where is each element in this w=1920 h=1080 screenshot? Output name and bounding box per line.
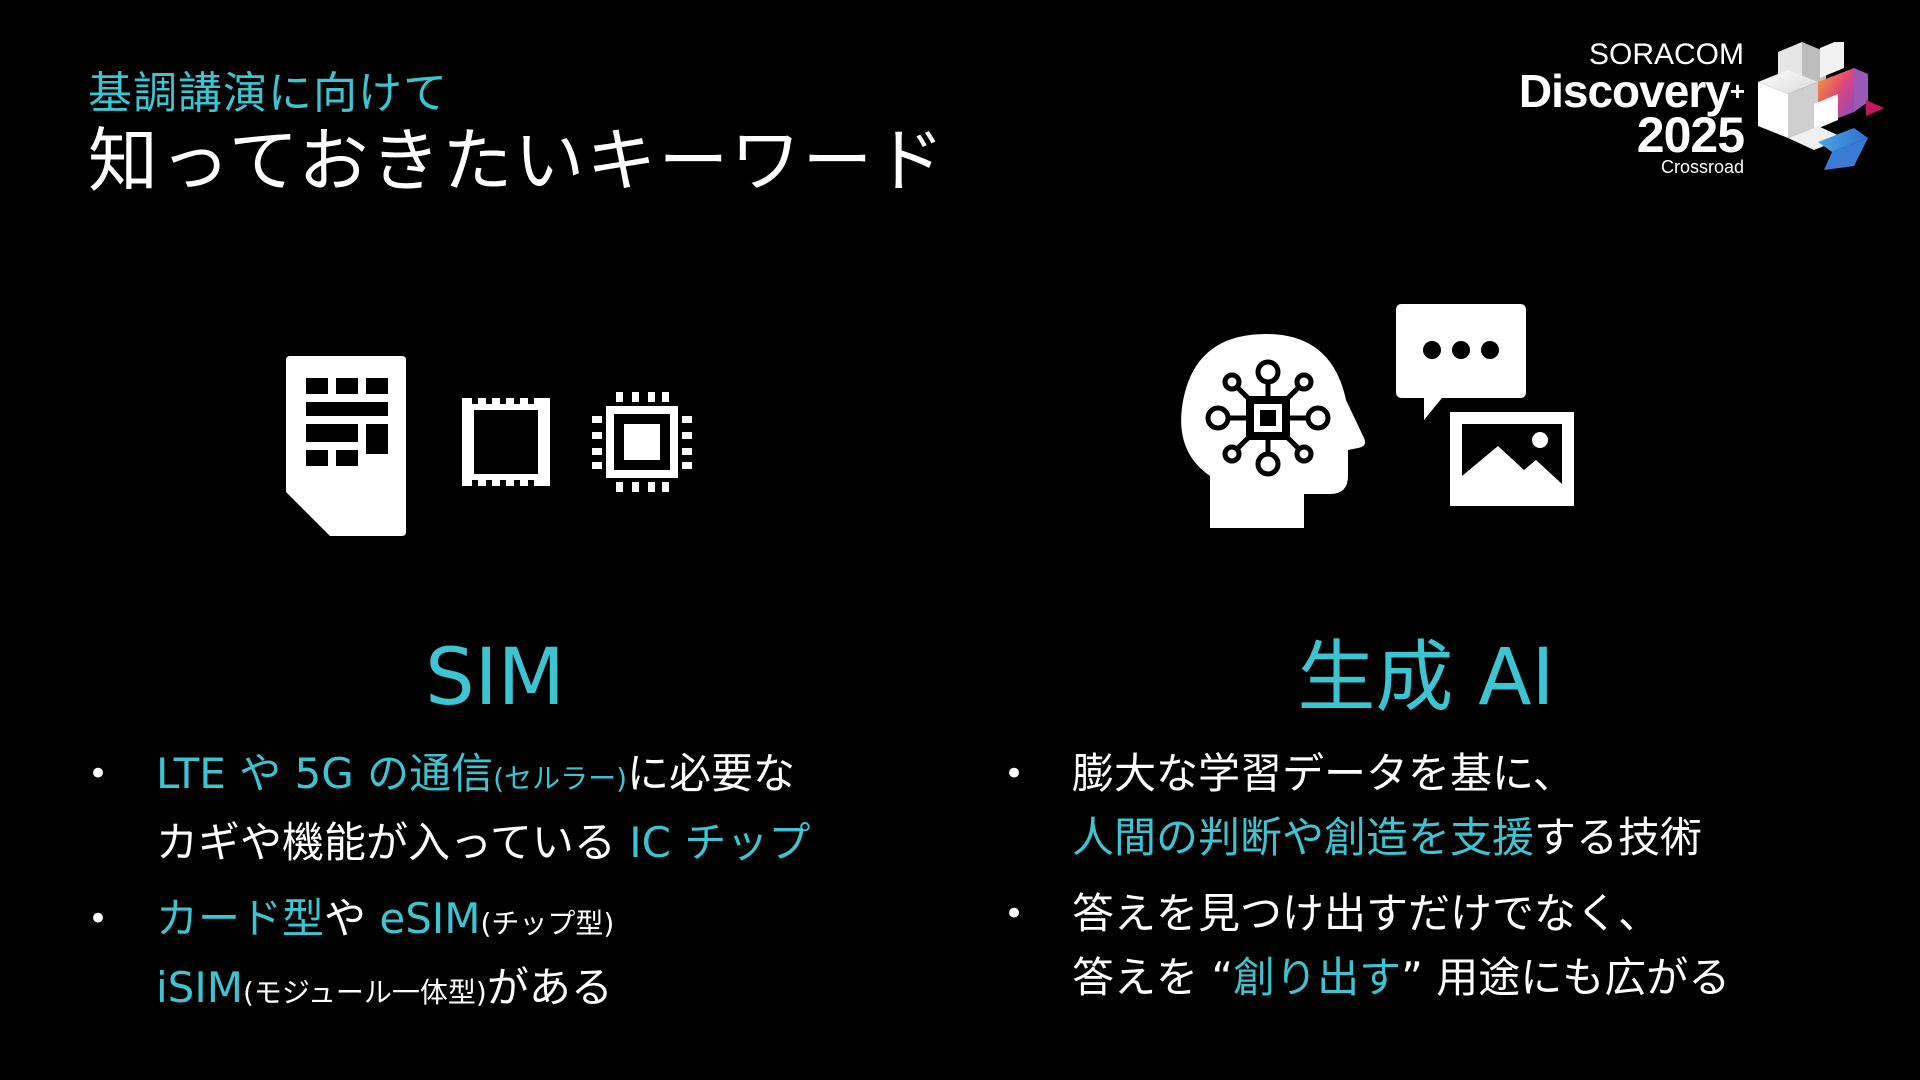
bullet-dot-icon: • xyxy=(1004,754,1025,794)
logo-text: SORACOM Discovery+ 2025 Crossroad xyxy=(1518,38,1745,177)
genai-heading: 生成 AI xyxy=(1297,633,1555,723)
sim-column: SIM • LTE や 5G の通信(セルラー)に必要な カギや機能が入っている… xyxy=(80,630,940,1037)
bullet-line: LTE や 5G の通信(セルラー)に必要な xyxy=(156,749,796,798)
bullet-dot-icon: • xyxy=(88,754,109,794)
list-item: • LTE や 5G の通信(セルラー)に必要な カギや機能が入っている IC … xyxy=(80,742,940,875)
image-icon xyxy=(1450,412,1574,506)
genai-bullet-list: • 膨大な学習データを基に、 人間の判断や創造を支援する技術 • 答えを見つけ出… xyxy=(996,742,1876,1010)
title-block: 基調講演に向けて 知っておきたいキーワード xyxy=(88,68,946,202)
soracom-discovery-logo: SORACOM Discovery+ 2025 Crossroad xyxy=(1496,36,1896,176)
chat-bubble-icon xyxy=(1396,304,1526,420)
list-item: • 膨大な学習データを基に、 人間の判断や創造を支援する技術 xyxy=(996,742,1876,870)
processor-icon xyxy=(592,392,692,492)
sim-chip-icons xyxy=(286,356,692,536)
chip-icon xyxy=(462,398,550,486)
bullet-line: カギや機能が入っている IC チップ xyxy=(156,818,811,867)
logo-year: 2025 xyxy=(1636,107,1745,163)
genai-icons xyxy=(1181,304,1574,528)
slide-title: 知っておきたいキーワード xyxy=(88,120,947,202)
crossroad-mark-icon xyxy=(1758,42,1884,170)
logo-subline: Crossroad xyxy=(1660,157,1744,177)
bullet-dot-icon: • xyxy=(1004,894,1025,934)
slide-subtitle: 基調講演に向けて xyxy=(88,68,448,119)
list-item: • 答えを見つけ出すだけでなく、 答えを “創り出す” 用途にも広がる xyxy=(996,882,1876,1010)
bullet-line: カード型や eSIM(チップ型) xyxy=(156,894,615,943)
logo-soracom: SORACOM xyxy=(1588,38,1744,71)
sim-heading: SIM xyxy=(425,633,565,723)
ai-head-icon xyxy=(1181,334,1366,528)
bullet-line: iSIM(モジュール一体型)がある xyxy=(156,963,613,1012)
sim-card-icon xyxy=(286,356,406,536)
logo-plus: + xyxy=(1729,76,1745,106)
genai-column: 生成 AI • 膨大な学習データを基に、 人間の判断や創造を支援する技術 • 答… xyxy=(996,630,1876,1022)
bullet-line: 答えを見つけ出すだけでなく、 xyxy=(1072,889,1661,938)
sim-bullet-list: • LTE や 5G の通信(セルラー)に必要な カギや機能が入っている IC … xyxy=(80,742,940,1025)
bullet-line: 人間の判断や創造を支援する技術 xyxy=(1072,813,1703,862)
list-item: • カード型や eSIM(チップ型) iSIM(モジュール一体型)がある xyxy=(80,887,940,1025)
logo-discovery: Discovery+ xyxy=(1518,65,1745,117)
bullet-line: 答えを “創り出す” 用途にも広がる xyxy=(1072,953,1731,1002)
bullet-dot-icon: • xyxy=(88,899,109,939)
bullet-line: 膨大な学習データを基に、 xyxy=(1072,749,1575,798)
